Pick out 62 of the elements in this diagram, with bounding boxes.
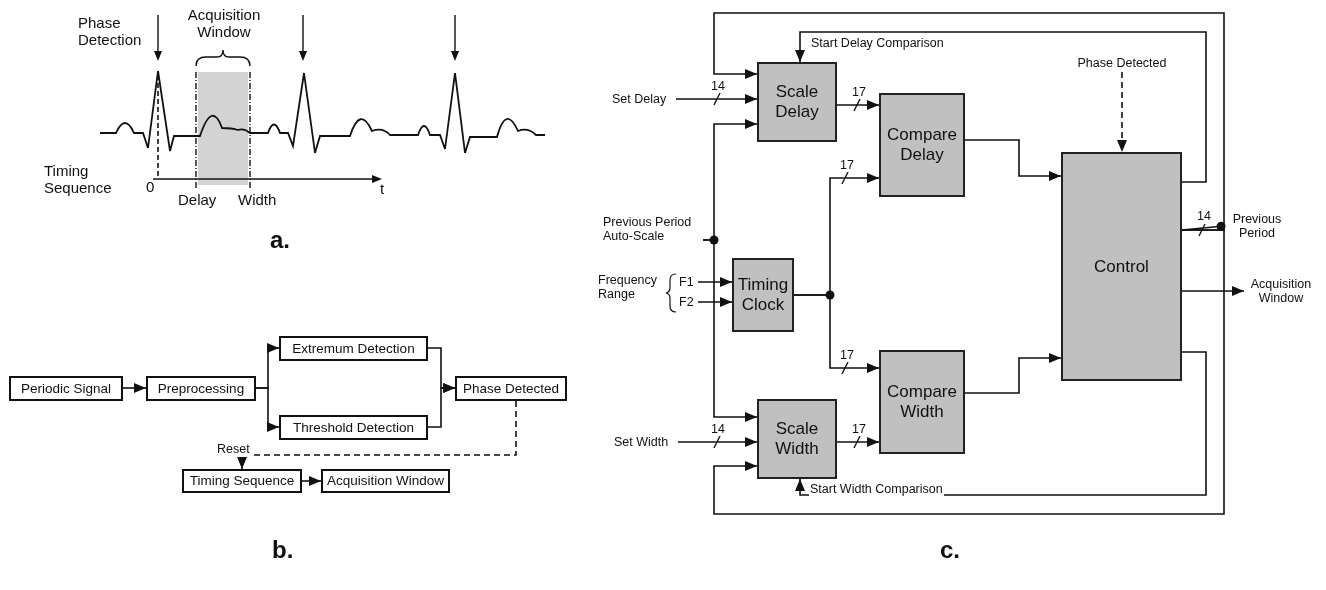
- process-box: Threshold Detection: [279, 415, 428, 440]
- panel-label: a.: [270, 226, 291, 254]
- edge-label: Reset: [216, 443, 251, 456]
- arrow: [255, 387, 280, 432]
- function-block: Scale Width: [757, 399, 837, 479]
- panel-label: c.: [940, 536, 961, 564]
- bus-width-label: 14: [1196, 210, 1212, 223]
- annotation-label: 0: [146, 178, 156, 196]
- arrow: [713, 229, 1225, 515]
- arrow: [427, 383, 456, 428]
- bus-width-label: 17: [839, 159, 855, 172]
- signal-label: Set Width: [614, 433, 678, 451]
- signal-label: F2: [679, 294, 698, 310]
- bus-width-label: 17: [851, 423, 867, 436]
- signal-label: Previous Period Auto-Scale: [603, 212, 703, 246]
- arrow: [675, 94, 758, 104]
- arrow: [697, 277, 733, 287]
- edge-label: Start Delay Comparison: [810, 37, 945, 50]
- function-block: Control: [1061, 152, 1182, 381]
- arrow: [697, 297, 733, 307]
- process-box: Timing Sequence: [182, 469, 302, 493]
- arrow: [964, 353, 1062, 394]
- bus-width-label: 17: [851, 86, 867, 99]
- annotation-label: Delay: [178, 191, 218, 209]
- arrow: [677, 437, 758, 447]
- arrow: [795, 31, 1207, 183]
- arrow: [836, 100, 880, 110]
- signal-label: F1: [679, 274, 698, 290]
- process-box: Phase Detected: [455, 376, 567, 401]
- panel-label: b.: [272, 536, 295, 564]
- dashed-arrow: [1117, 71, 1127, 153]
- signal-label: Previous Period: [1224, 210, 1290, 242]
- annotation-label: Acquisition Window: [186, 6, 262, 41]
- bus-width-label: 17: [839, 349, 855, 362]
- annotation-label: Width: [238, 191, 278, 209]
- signal-label: Set Delay: [612, 90, 676, 108]
- annotation-label: Timing Sequence: [44, 162, 113, 197]
- arrow: [793, 294, 880, 373]
- arrow: [301, 476, 322, 486]
- arrow: [964, 139, 1062, 181]
- annotation-label: Phase Detection: [78, 14, 143, 49]
- process-box: Periodic Signal: [9, 376, 123, 401]
- process-box: Extremum Detection: [279, 336, 428, 361]
- arrow: [122, 383, 147, 393]
- annotation-label: Frequency Range: [598, 273, 659, 302]
- arrow: [713, 12, 1225, 231]
- bus-width-label: 14: [710, 423, 726, 436]
- dashed-arrow: [237, 400, 517, 470]
- arrow: [1181, 286, 1245, 296]
- edge-label: Start Width Comparison: [809, 483, 944, 496]
- arrow: [836, 437, 880, 447]
- process-box: Preprocessing: [146, 376, 256, 401]
- arrow: [702, 239, 758, 422]
- process-box: Acquisition Window: [321, 469, 450, 493]
- function-block: Scale Delay: [757, 62, 837, 142]
- bus-width-label: 14: [710, 80, 726, 93]
- function-block: Compare Width: [879, 350, 965, 454]
- signal-label: Phase Detected: [1068, 54, 1176, 72]
- function-block: Timing Clock: [732, 258, 794, 332]
- signal-label: Acquisition Window: [1244, 274, 1318, 308]
- function-block: Compare Delay: [879, 93, 965, 197]
- annotation-label: t: [380, 180, 386, 198]
